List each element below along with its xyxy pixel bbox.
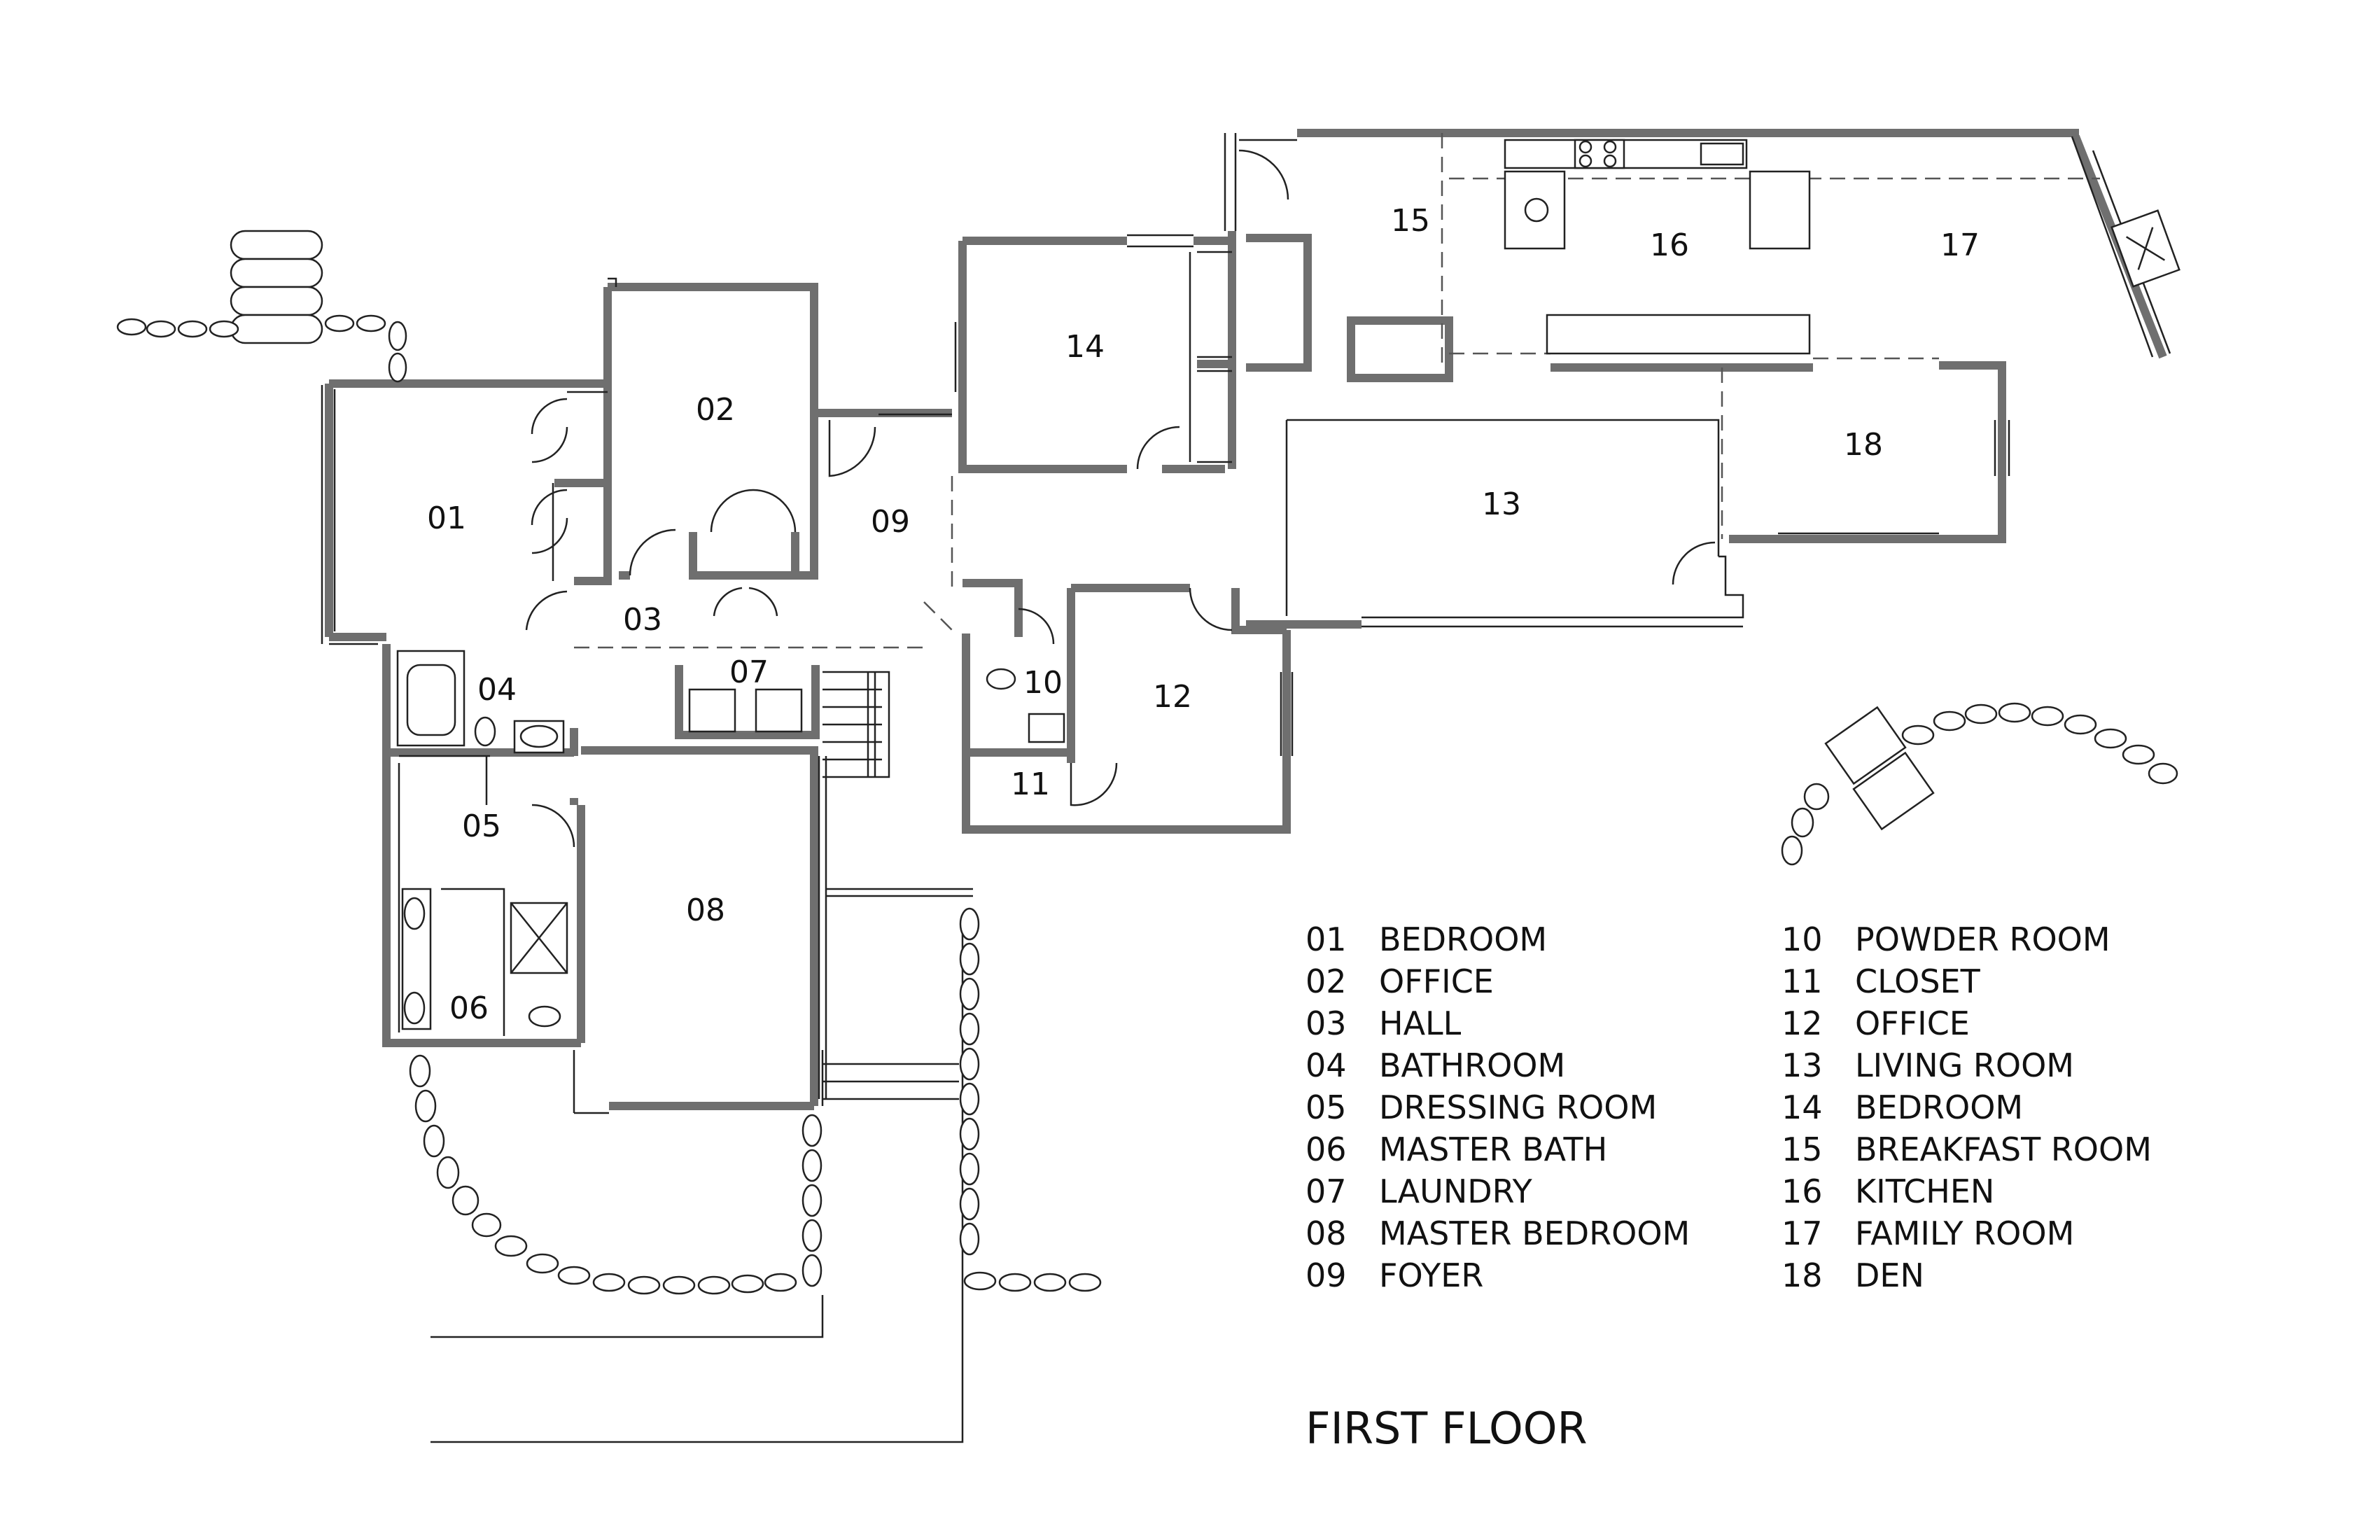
legend-num: 13 [1782,1046,1823,1084]
legend-num: 07 [1306,1172,1347,1210]
legend-num: 01 [1306,920,1347,958]
legend-name: KITCHEN [1855,1172,1994,1210]
room-label-10: 10 [1023,665,1063,701]
legend-num: 10 [1782,920,1823,958]
legend-name: DRESSING ROOM [1379,1088,1657,1126]
room-labels: 01 02 03 04 05 06 07 08 09 10 11 12 13 1… [427,203,1980,1026]
room-label-01: 01 [427,500,466,536]
room-label-09: 09 [871,504,910,540]
legend-name: CLOSET [1855,962,1981,1000]
legend-num: 02 [1306,962,1347,1000]
room-label-16: 16 [1650,227,1689,263]
thin-lines [321,133,2180,1443]
legend-num: 03 [1306,1004,1347,1042]
legend-name: DEN [1855,1256,1924,1294]
stepping-stones [116,230,2178,1295]
legend-name: FAMILY ROOM [1855,1214,2074,1252]
room-label-05: 05 [462,808,501,844]
legend-name: BREAKFAST ROOM [1855,1130,2152,1168]
legend-name: OFFICE [1379,962,1494,1000]
legend-name: HALL [1379,1004,1462,1042]
room-label-06: 06 [449,990,489,1026]
legend-num: 04 [1306,1046,1347,1084]
legend-name: MASTER BATH [1379,1130,1607,1168]
legend-name: LAUNDRY [1379,1172,1533,1210]
legend-name: MASTER BEDROOM [1379,1214,1690,1252]
stairs [822,671,890,778]
legend-name: LIVING ROOM [1855,1046,2074,1084]
room-label-12: 12 [1153,679,1192,715]
legend-num: 06 [1306,1130,1347,1168]
room-label-07: 07 [729,654,769,690]
legend-num: 14 [1782,1088,1823,1126]
room-label-15: 15 [1391,203,1430,239]
room-label-08: 08 [686,892,725,928]
legend-num: 05 [1306,1088,1347,1126]
room-label-11: 11 [1011,766,1050,802]
legend-name: OFFICE [1855,1004,1970,1042]
walls [325,129,2167,1110]
legend-name: BEDROOM [1379,920,1547,958]
legend-num: 12 [1782,1004,1823,1042]
plan-title: FIRST FLOOR [1306,1403,1588,1454]
room-label-14: 14 [1065,329,1105,365]
room-label-03: 03 [623,602,662,638]
legend-num: 15 [1782,1130,1823,1168]
room-label-02: 02 [696,392,735,428]
legend-num: 09 [1306,1256,1347,1294]
room-legend: 01 BEDROOM 02 OFFICE 03 HALL 04 BATHROOM… [1306,920,2152,1294]
legend-name: BEDROOM [1855,1088,2023,1126]
legend-num: 11 [1782,962,1823,1000]
legend-name: BATHROOM [1379,1046,1565,1084]
room-label-04: 04 [477,672,517,708]
legend-num: 18 [1782,1256,1823,1294]
legend-name: FOYER [1379,1256,1483,1294]
legend-num: 08 [1306,1214,1347,1252]
room-label-13: 13 [1482,486,1521,522]
legend-num: 16 [1782,1172,1823,1210]
room-label-17: 17 [1940,227,1980,263]
legend-num: 17 [1782,1214,1823,1252]
legend-name: POWDER ROOM [1855,920,2110,958]
room-label-18: 18 [1844,427,1883,463]
